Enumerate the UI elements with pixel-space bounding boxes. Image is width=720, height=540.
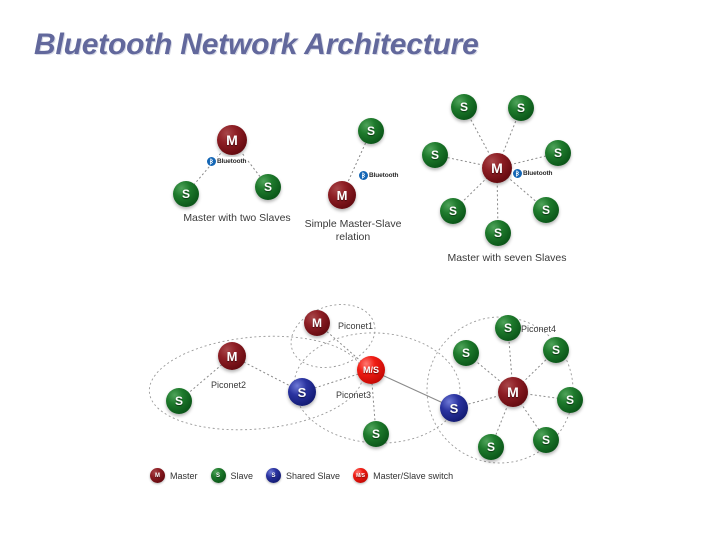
- piconet-boundary-1: [290, 304, 376, 368]
- page-title: Bluetooth Network Architecture: [34, 28, 479, 61]
- node-master-two-slaves-s-2: S: [255, 174, 281, 200]
- legend-symbol-master-slave-switch-icon: M/S: [353, 468, 369, 483]
- node-scatternet-m1: M: [304, 310, 330, 336]
- node-scatternet-s45: S: [533, 427, 559, 453]
- node-master-seven-slaves-s-4: S: [545, 140, 571, 166]
- legend-item-shared-slave: S Shared Slave: [266, 468, 340, 483]
- legend-item-master: M Master: [150, 468, 198, 483]
- node-simple-master-slave-s-0: S: [358, 118, 384, 144]
- node-master-two-slaves-s-1: S: [173, 181, 199, 207]
- bluetooth-badge-simple-master-slave: Bluetooth: [358, 171, 400, 180]
- legend-label: Master/Slave switch: [373, 470, 454, 481]
- node-scatternet-s2: S: [166, 388, 192, 414]
- bluetooth-wordmark: Bluetooth: [369, 172, 399, 179]
- node-scatternet-ms: M/S: [357, 356, 385, 384]
- node-simple-master-slave-m-1: M: [328, 181, 356, 209]
- piconet-label-4: Piconet4: [521, 324, 557, 334]
- node-master-seven-slaves-m-0: M: [482, 153, 512, 183]
- caption-master-seven-slaves: Master with seven Slaves: [447, 252, 567, 264]
- bluetooth-wordmark: Bluetooth: [217, 158, 247, 165]
- node-master-seven-slaves-s-6: S: [533, 197, 559, 223]
- link-scatternet-m1-ms: [316, 322, 372, 371]
- caption-master-two-slaves: Master with two Slaves: [183, 212, 291, 224]
- bluetooth-rune-icon: [513, 169, 522, 178]
- piconet-label-2: Piconet2: [211, 380, 247, 390]
- legend-label: Slave: [230, 470, 254, 481]
- bluetooth-rune-icon: [359, 171, 368, 180]
- piconet-boundary-3: [293, 332, 461, 444]
- node-master-two-slaves-m-0: M: [217, 125, 247, 155]
- bluetooth-badge-master-two-slaves: Bluetooth: [206, 157, 248, 166]
- link-scatternet-ms-ss1: [301, 369, 372, 393]
- node-master-seven-slaves-s-3: S: [422, 142, 448, 168]
- node-master-seven-slaves-s-7: S: [485, 220, 511, 246]
- legend: M Master S Slave S Shared Slave M/S Master/Slav…: [150, 468, 453, 483]
- caption-simple-master-slave: Simple Master-Slave relation: [304, 218, 402, 244]
- legend-symbol-shared-slave-icon: S: [266, 468, 282, 483]
- node-scatternet-ss2: S: [440, 394, 468, 422]
- legend-item-master-slave-switch: M/S Master/Slave switch: [353, 468, 453, 483]
- node-scatternet-s44: S: [557, 387, 583, 413]
- bluetooth-wordmark: Bluetooth: [523, 170, 553, 177]
- piconet-label-1: Piconet1: [338, 321, 374, 331]
- legend-symbol-master-icon: M: [150, 468, 165, 483]
- node-scatternet-s42: S: [495, 315, 521, 341]
- node-master-seven-slaves-s-1: S: [451, 94, 477, 120]
- node-scatternet-m2: M: [218, 342, 246, 370]
- legend-symbol-slave-icon: S: [210, 468, 226, 483]
- node-scatternet-m4: M: [498, 377, 528, 407]
- node-scatternet-s43: S: [543, 337, 569, 363]
- node-scatternet-s46: S: [478, 434, 504, 460]
- bluetooth-badge-master-seven-slaves: Bluetooth: [512, 169, 554, 178]
- bluetooth-rune-icon: [207, 157, 216, 166]
- node-scatternet-s3: S: [363, 421, 389, 447]
- legend-label: Shared Slave: [286, 470, 341, 481]
- legend-item-slave: S Slave: [210, 468, 254, 483]
- node-master-seven-slaves-s-2: S: [508, 95, 534, 121]
- piconet-label-3: Piconet3: [336, 390, 372, 400]
- node-scatternet-ss1: S: [288, 378, 316, 406]
- legend-label: Master: [170, 470, 198, 481]
- piconet-boundary-2: [148, 335, 364, 431]
- node-scatternet-s41: S: [453, 340, 479, 366]
- node-master-seven-slaves-s-5: S: [440, 198, 466, 224]
